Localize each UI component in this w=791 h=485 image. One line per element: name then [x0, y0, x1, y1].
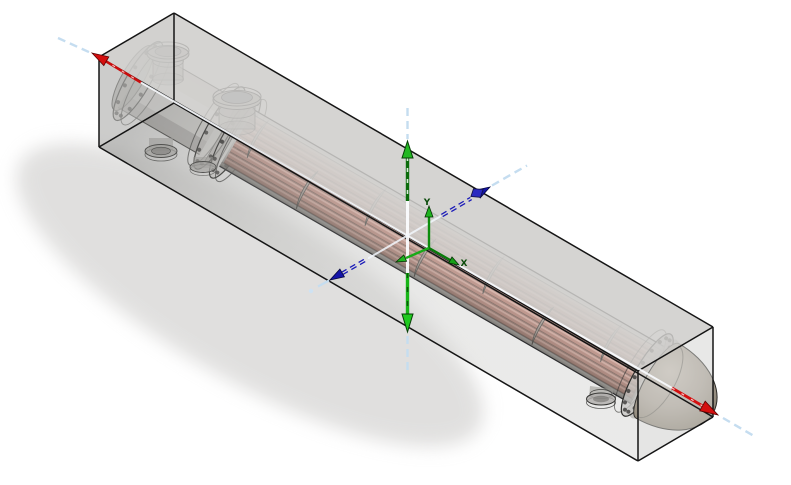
- floor-shadow: [16, 143, 484, 447]
- triad-label-x: X: [461, 259, 468, 269]
- triad-arrow-z: [394, 254, 408, 263]
- green-arrowhead-up: [401, 139, 414, 159]
- blue-arrowhead-left: [328, 268, 346, 281]
- centerline-dot: [308, 288, 314, 294]
- blue-diamond-marker: [470, 188, 484, 198]
- bounding-box-edges: [98, 12, 714, 462]
- triad-arrow-y: [424, 204, 434, 218]
- red-arrowhead-left: [90, 52, 110, 67]
- triad-arrow-x: [447, 256, 461, 266]
- triad-label-y: Y: [423, 198, 431, 208]
- green-arrowhead-down: [401, 313, 414, 334]
- red-arrowhead-right: [699, 400, 720, 416]
- axis-transverse[interactable]: [308, 164, 528, 294]
- axis-vertical[interactable]: [401, 108, 414, 374]
- origin-triad[interactable]: Y X: [394, 198, 468, 269]
